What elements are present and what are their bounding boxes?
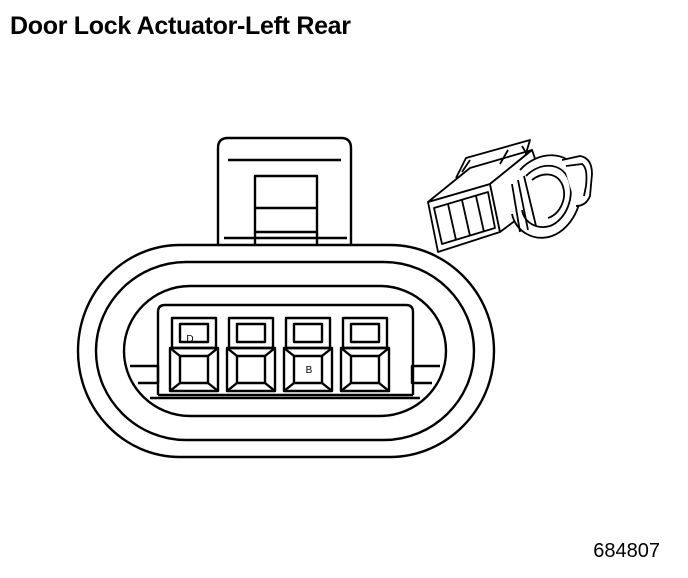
locking-tab bbox=[216, 136, 353, 250]
terminal-cavity-1 bbox=[168, 346, 220, 393]
terminal-cavity-3 bbox=[282, 346, 334, 393]
figure-number: 684807 bbox=[593, 540, 660, 562]
connector-inner-shell bbox=[94, 260, 476, 442]
terminal-cavity-2 bbox=[225, 346, 277, 393]
pin-label-d: D bbox=[186, 334, 193, 345]
terminal-cavity-4 bbox=[339, 346, 391, 393]
diagram-title: Door Lock Actuator-Left Rear bbox=[10, 12, 351, 40]
connector-face bbox=[122, 284, 448, 418]
connector-thumbnail bbox=[427, 139, 593, 253]
pin-label-b: B bbox=[306, 365, 313, 376]
terminal-housing bbox=[156, 303, 415, 395]
